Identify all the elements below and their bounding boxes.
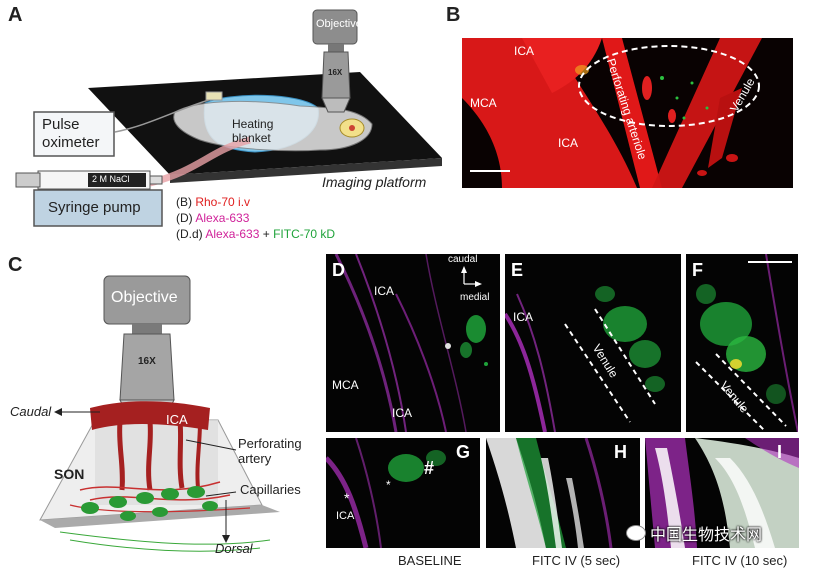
panel-letter-h: H	[614, 442, 627, 462]
panel-c-magnification-label: 16X	[138, 356, 156, 367]
panel-letter-e: E	[511, 260, 524, 280]
panel-c-objective-label: Objective	[111, 289, 178, 306]
watermark-text: 中国生物技术网	[650, 525, 763, 544]
caudal-direction-label: caudal	[448, 254, 478, 265]
caudal-label: Caudal	[10, 404, 52, 419]
legend-row-b: (B) Rho-70 i.v	[176, 195, 251, 209]
panel-c-illustration	[39, 275, 280, 552]
panel-d-ica-top-label: ICA	[374, 284, 395, 298]
panel-i-micrograph: I	[645, 438, 799, 548]
panel-d-micrograph: D caudal medial ICA MCA ICA	[326, 254, 500, 432]
fluorophore-legend: (B) Rho-70 i.v (D) Alexa-633 (D.d) Alexa…	[176, 194, 335, 242]
medial-direction-label: medial	[460, 292, 490, 303]
panel-letter-i: I	[777, 442, 783, 462]
syringe-pump-label: Syringe pump	[48, 199, 141, 216]
caption-fitc-5sec: FITC IV (5 sec)	[532, 553, 621, 568]
pulse-oximeter-label: Pulse oximeter	[42, 116, 100, 151]
legend-row-d: (D) Alexa-633	[176, 211, 250, 225]
perforating-artery-label: Perforating artery	[238, 436, 302, 466]
panel-letter-c: C	[8, 254, 23, 276]
panel-a-illustration	[15, 9, 442, 227]
capillaries-label: Capillaries	[240, 482, 301, 497]
caption-baseline: BASELINE	[398, 553, 462, 568]
panel-a-objective-label: Objective	[316, 18, 362, 30]
asterisk-marker-2: *	[386, 478, 391, 492]
panel-b-ica-top-label: ICA	[514, 44, 535, 58]
syringe-solution-label: 2 M NaCl	[92, 174, 130, 184]
hash-marker: #	[424, 458, 435, 478]
panel-e-micrograph: E ICA Venule	[505, 254, 681, 432]
panel-c-ica-label: ICA	[166, 412, 188, 427]
dorsal-label: Dorsal	[215, 541, 253, 556]
panel-letter-g: G	[456, 442, 471, 462]
wechat-icon	[626, 525, 646, 541]
panel-f-micrograph: F Venule	[686, 254, 798, 432]
panel-e-ica-label: ICA	[513, 310, 534, 324]
panel-h-micrograph: H	[486, 438, 640, 548]
heating-blanket-label: Heating blanket	[232, 117, 274, 145]
panel-a-magnification-label: 16X	[328, 68, 343, 77]
panel-d-mca-label: MCA	[332, 378, 359, 392]
legend-row-dd: (D.d) Alexa-633 + FITC-70 kD	[176, 227, 336, 241]
panel-letter-f: F	[692, 260, 703, 280]
panel-d-ica-bottom-label: ICA	[392, 406, 413, 420]
imaging-platform-label: Imaging platform	[322, 174, 427, 190]
son-label: SON	[54, 466, 85, 482]
panel-b-micrograph: ICA MCA ICA Perforating arteriole Venule	[462, 38, 793, 188]
panel-b-ica-bottom-label: ICA	[558, 136, 579, 150]
panel-g-micrograph: G # * * ICA	[326, 438, 480, 548]
panel-b-mca-label: MCA	[470, 96, 497, 110]
panel-g-ica-label: ICA	[336, 510, 355, 522]
asterisk-marker-1: *	[344, 490, 350, 506]
panel-letter-b: B	[446, 4, 461, 26]
panel-letter-d: D	[332, 260, 345, 280]
panel-letter-a: A	[8, 4, 23, 26]
caption-fitc-10sec: FITC IV (10 sec)	[692, 553, 788, 568]
watermark: 中国生物技术网	[626, 521, 762, 545]
